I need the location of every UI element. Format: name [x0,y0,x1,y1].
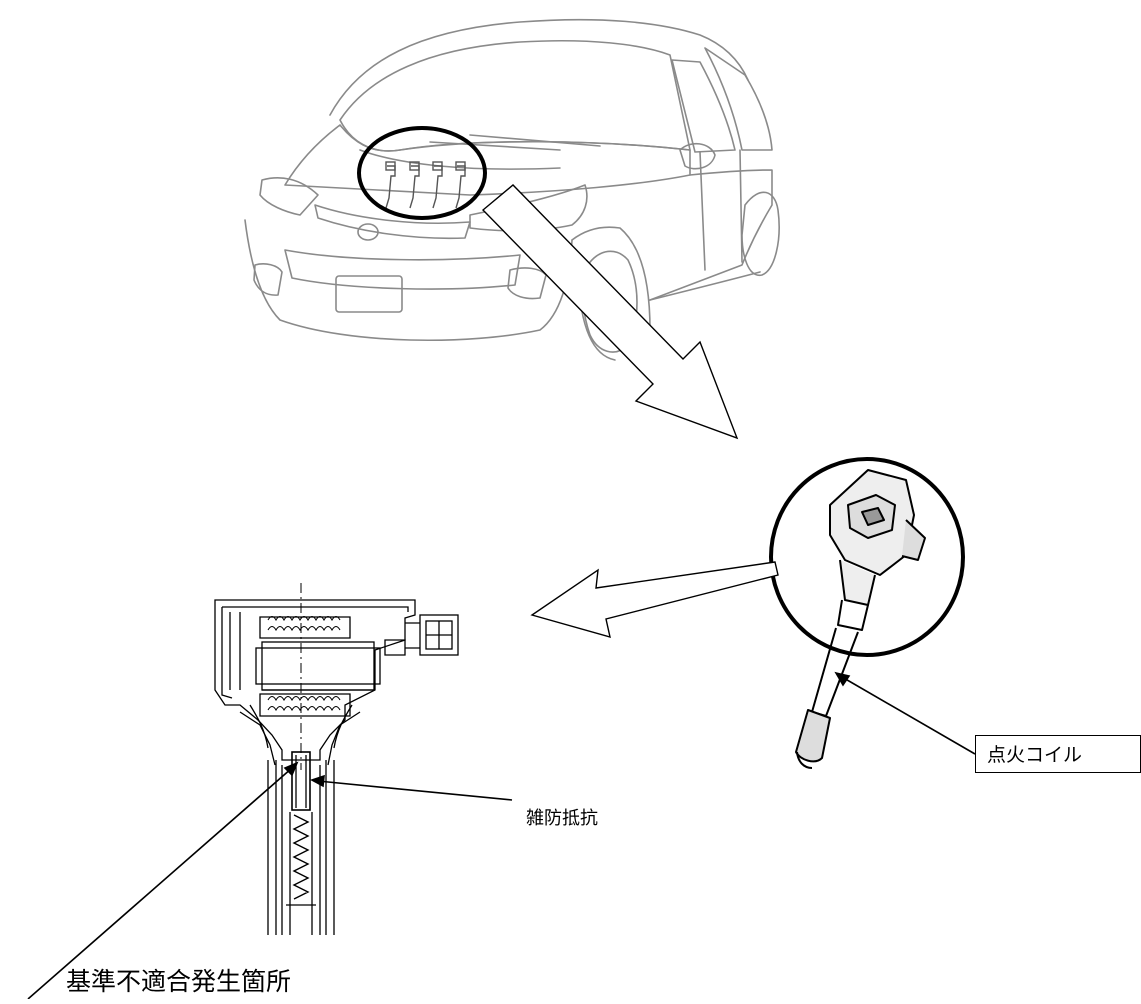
cross-section-resistor [291,751,311,811]
car-side-body [649,169,773,301]
coil-photo-boot [795,709,831,763]
arrow-coil-to-section [530,561,779,638]
car-side-mirror [679,142,716,170]
car-rear-wheel [741,191,780,276]
car-left-headlight [259,177,319,216]
car-side-sill [649,271,761,301]
car-right-fender [571,226,651,346]
coil-photo-highlight-circle [769,457,965,657]
car-right-foglight [507,267,547,300]
coil-cross-section [214,583,459,935]
car-license-plate [335,275,403,313]
car-lower-intake [284,249,521,290]
car-front-bumper [244,219,573,342]
car-front-side-window [671,59,736,153]
coil-label-leader [834,671,976,755]
ignition-coil-label: 点火コイル [987,744,1083,766]
car-door-line [699,149,743,271]
defect-label-leader [27,761,299,1000]
car-grille [314,204,471,240]
resistor-label-leader [310,774,513,801]
car-rear-side-window [704,47,773,151]
nonconformity-location-label: 基準不適合発生箇所 [66,967,292,996]
car-hood [284,124,691,196]
car-ignition-coils [385,161,466,209]
car-roof-outline [329,18,749,116]
arrow-car-to-coil [481,184,739,440]
car-coil-highlight-circle [357,126,487,220]
cross-section-spring [292,814,310,900]
car-illustration [244,18,780,361]
car-emblem [357,223,379,241]
noise-suppression-resistor-label: 雑防抵抗 [526,808,598,829]
coil-photo [795,469,926,769]
car-left-foglight [253,263,283,296]
